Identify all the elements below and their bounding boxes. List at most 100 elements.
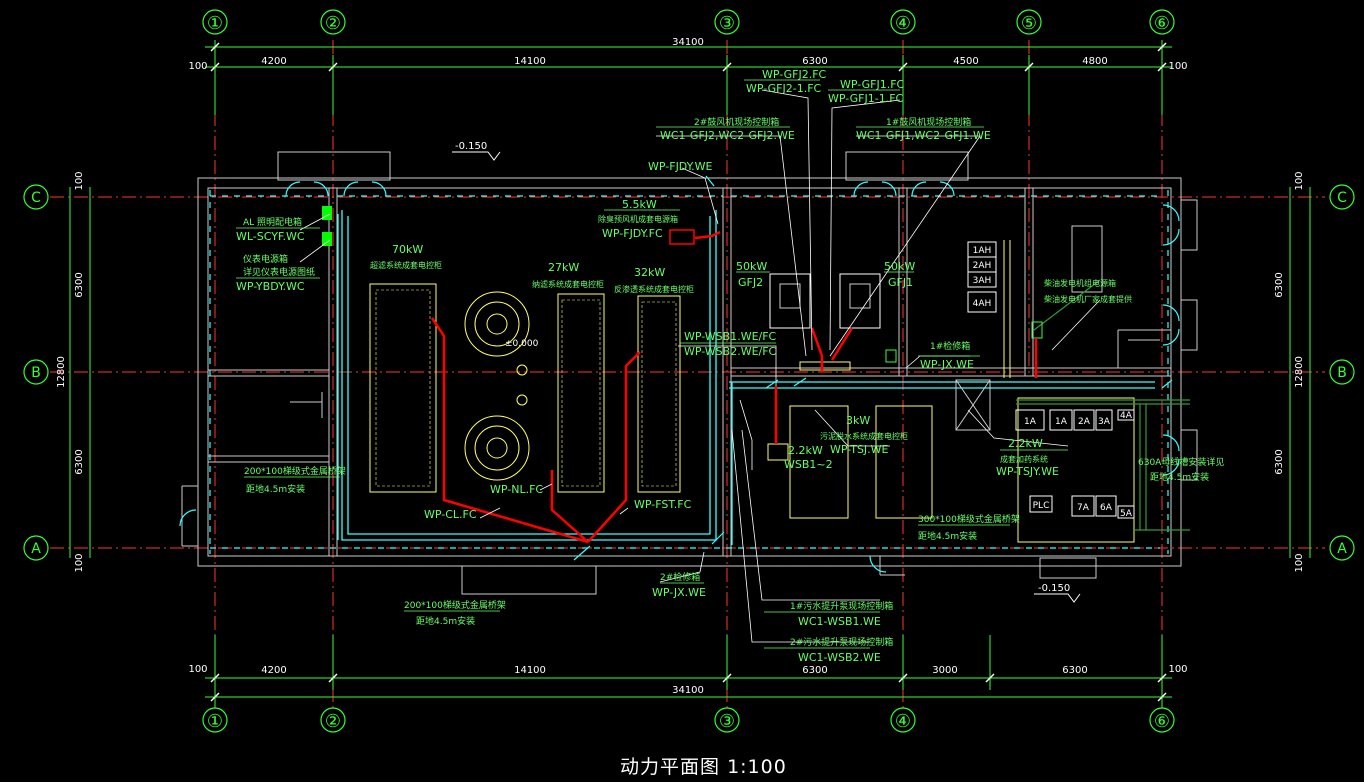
dim-left-span-2: 6300 (74, 449, 85, 474)
dim-top-span-4: 4500 (953, 56, 978, 67)
switchgear-labels: 1AH 2AH 3AH 4AH 1A 1A 2A 3A 4A PLC 7A 6A… (973, 246, 1133, 519)
cabinet-4ah: 4AH (973, 299, 992, 309)
axis-bottom-3: ③ (719, 711, 735, 732)
cabinet-1ah: 1AH (973, 246, 992, 256)
dim-top-span-3: 6300 (802, 56, 827, 67)
panel-boxes (322, 206, 332, 246)
label-wp-jx2: WP-JX.WE (652, 586, 706, 599)
axis-right-c: C (1337, 190, 1347, 206)
axis-bubbles (23, 9, 1355, 733)
axis-top-2: ② (325, 13, 341, 34)
label-27kw: 27kW (548, 261, 579, 274)
axis-top-6: ⑥ (1154, 13, 1170, 34)
axis-top-1: ① (207, 13, 223, 34)
label-32kw-desc: 反渗透系统成套电控柜 (614, 284, 694, 294)
label-2-2kw-b: 2.2kW (1008, 437, 1043, 450)
power-cables (430, 230, 1038, 544)
axis-bottom-6: ⑥ (1154, 711, 1170, 732)
cabinet-7a: 7A (1077, 503, 1090, 513)
cabinet-3ah: 3AH (973, 276, 992, 286)
label-gfj1: GFJ1 (888, 276, 913, 289)
dim-bottom-span-1: 4200 (261, 665, 286, 676)
cabinet-1a-a: 1A (1024, 417, 1037, 427)
label-2-2kw-a: 2.2kW (788, 444, 823, 457)
cabinet-3a: 3A (1098, 417, 1111, 427)
label-wp-fjdy-we: WP-FJDY.WE (648, 160, 713, 173)
label-tray-300-note: 距地4.5m安装 (918, 530, 977, 542)
axis-right-b: B (1337, 365, 1347, 381)
label-wp-ybdy: WP-YBDY.WC (236, 280, 305, 293)
label-jx2: 2#检修箱 (660, 571, 700, 583)
dim-bottom-edge-left: 100 (188, 664, 207, 675)
dim-left-total: 12800 (56, 356, 67, 388)
building-walls (181, 151, 1198, 595)
label-tray-200b-note: 距地4.5m安装 (416, 615, 475, 627)
label-wp-gfj2: WP-GFJ2.FC (762, 68, 827, 81)
dim-top-span-5: 4800 (1082, 56, 1107, 67)
label-jx1: 1#检修箱 (930, 340, 970, 352)
label-gfj1-cabinet: 1#鼓风机现场控制箱 (886, 116, 971, 128)
axis-top-4: ④ (895, 13, 911, 34)
dim-right-span-2: 6300 (1274, 449, 1285, 474)
label-wp-fjdy: WP-FJDY.FC (602, 227, 663, 240)
label-5-5kw: 5.5kW (622, 198, 657, 211)
label-tray-200b: 200*100梯级式金属桥架 (404, 599, 506, 611)
label-generator-desc-1: 柴油发电机组电源箱 (1044, 278, 1116, 288)
axis-bottom-2: ② (325, 711, 341, 732)
label-gfj2-cabinet: 2#鼓风机现场控制箱 (694, 116, 779, 128)
label-wsb2-cabinet: 2#污水提升泵现场控制箱 (790, 636, 893, 648)
dim-left-edge-bottom: 100 (74, 553, 85, 572)
axis-bubble-labels: ① ② ③ ④ ⑤ ⑥ ① ② ③ ④ ⑥ (207, 13, 1170, 732)
label-wp-wsb1: WP-WSB1.WE/FC (684, 330, 777, 343)
label-generator-desc-2: 柴油发电机厂家成套提供 (1044, 294, 1132, 304)
label-wp-tsjy: WP-TSJY.WE (996, 465, 1059, 478)
label-wsb: WSB1~2 (784, 458, 833, 471)
label-busbar-630-note: 距地4.5m安装 (1150, 471, 1209, 483)
axis-top-3: ③ (719, 13, 735, 34)
switchgear-cabinets (967, 241, 1135, 519)
dim-top-edge-left: 100 (188, 61, 207, 72)
label-gfj2-wc: WC1-GFJ2,WC2-GFJ2.WE (660, 129, 795, 142)
dim-bottom-total: 34100 (672, 685, 704, 696)
cabinet-6a: 6A (1100, 503, 1113, 513)
label-50kw-a: 50kW (736, 260, 767, 273)
dimension-ticks (210, 42, 1167, 702)
label-tray-200a: 200*100梯级式金属桥架 (244, 465, 346, 477)
arrow-marks (573, 175, 1173, 561)
fan-power-box (669, 229, 695, 245)
axis-letter-labels: C B A C B A (31, 190, 1347, 557)
label-instr-note: 详见仪表电源图纸 (243, 266, 315, 278)
annotations: AL 照明配电箱 WL-SCYF.WC 仪表电源箱 详见仪表电源图纸 WP-YB… (236, 68, 1224, 664)
label-busbar-630: 630A母线槽安装详见 (1138, 456, 1224, 468)
dim-bottom-span-3: 6300 (802, 665, 827, 676)
dim-right-span-1: 6300 (1274, 272, 1285, 297)
cabinet-2a: 2A (1078, 417, 1091, 427)
dim-bottom-span-5: 6300 (1062, 665, 1087, 676)
label-wl-scyf: WL-SCYF.WC (236, 230, 305, 243)
label-wc-wsb2: WC1-WSB2.WE (798, 651, 881, 664)
label-wp-gfj1: WP-GFJ1.FC (840, 78, 905, 91)
axis-left-b: B (31, 365, 41, 381)
label-al-box: AL 照明配电箱 (243, 216, 302, 228)
dim-right-total: 12800 (1294, 356, 1305, 388)
label-gfj1-wc: WC1-GFJ1,WC2-GFJ1.WE (856, 129, 991, 142)
dim-top-total: 34100 (672, 37, 704, 48)
dim-bottom-span-2: 14100 (514, 665, 546, 676)
label-70kw-desc: 超滤系统成套电控柜 (370, 260, 442, 270)
leader-lines (299, 89, 1101, 643)
windows-and-doors (179, 181, 1180, 573)
label-wp-tsj: WP-TSJ.WE (830, 443, 889, 456)
label-wp-jx1: WP-JX.WE (920, 358, 974, 371)
level-outdoor-bottom: -0.150 (1038, 583, 1070, 594)
dimension-texts-vertical: 100 6300 12800 6300 100 100 6300 12800 6… (56, 171, 1305, 572)
dimension-lines (69, 40, 1311, 708)
axis-right-a: A (1337, 541, 1347, 557)
cabinet-plc: PLC (1033, 501, 1050, 511)
label-wp-fst: WP-FST.FC (634, 498, 692, 511)
annotation-underlines (236, 79, 1068, 649)
axis-left-c: C (31, 190, 41, 206)
label-tsj-desc: 成套加药系统 (1000, 454, 1048, 464)
dim-right-edge-top: 100 (1294, 171, 1305, 190)
label-tray-200a-note: 距地4.5m安装 (246, 483, 305, 495)
